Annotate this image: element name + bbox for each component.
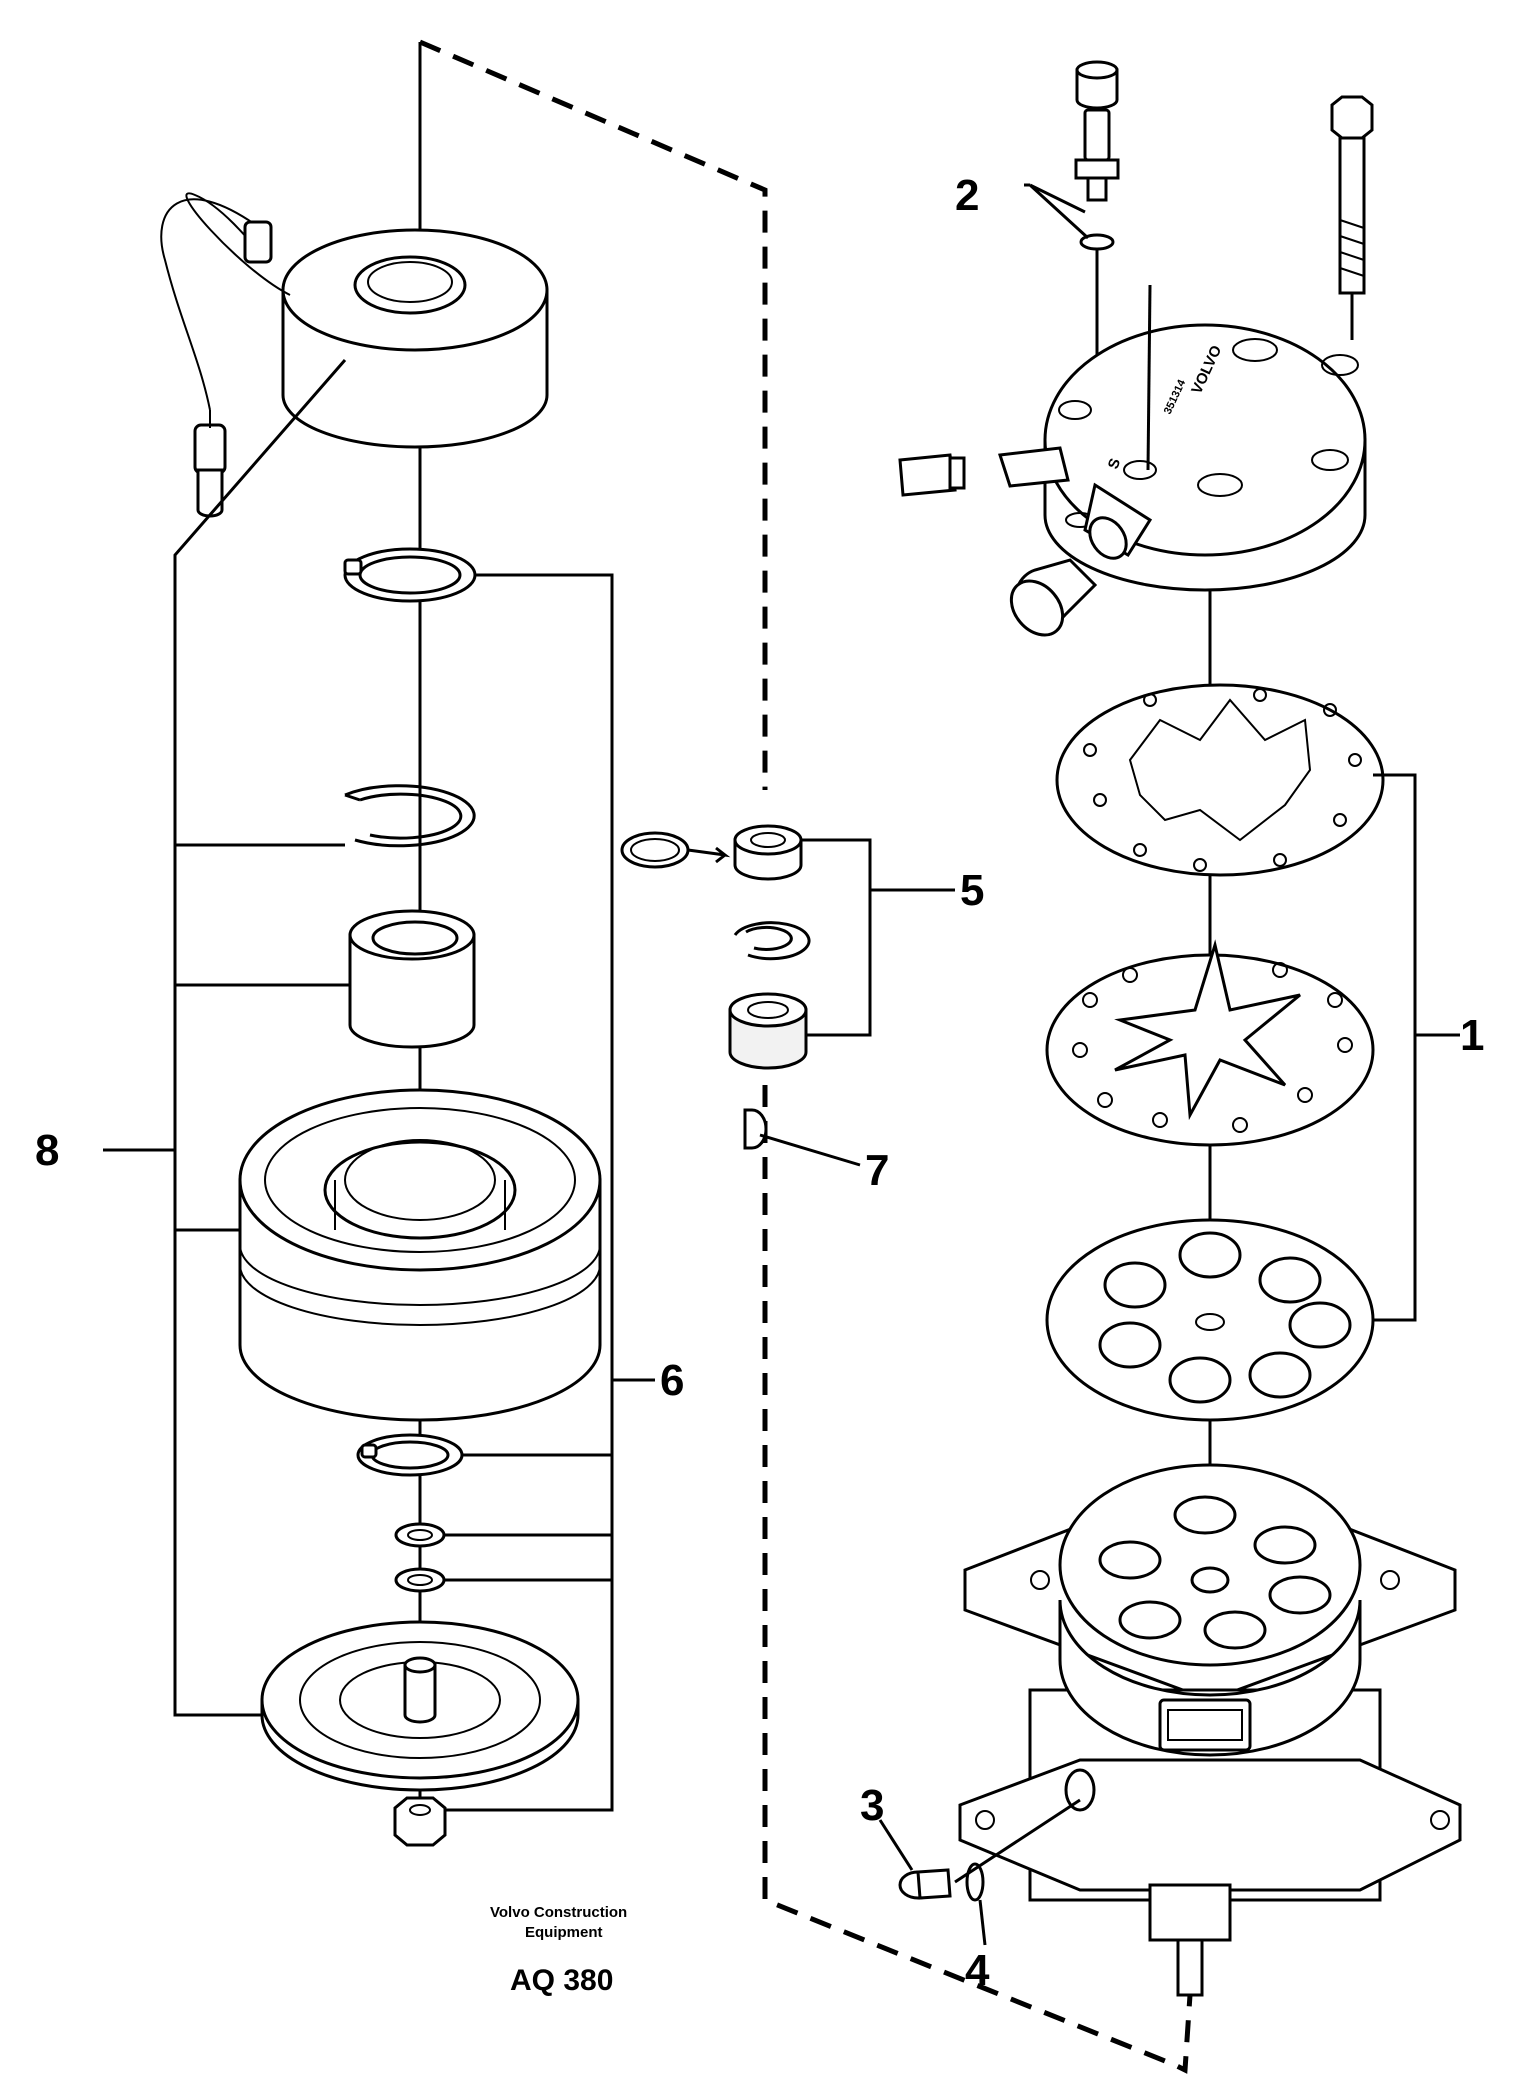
snap-ring-top [343, 547, 477, 603]
drain-plug [898, 1868, 952, 1900]
leader-3 [878, 1819, 914, 1871]
callout-1: 1 [1460, 1011, 1484, 1060]
field-coil [160, 192, 549, 518]
valve-o-ring [1079, 233, 1115, 251]
cylinder-head: VOLVO 351314 S [898, 284, 1367, 637]
callout-7: 7 [865, 1146, 889, 1195]
maker-line-1: Volvo Construction [490, 1904, 627, 1921]
callout-2: 2 [955, 171, 979, 220]
snap-ring-lower [356, 1433, 464, 1477]
dashed-assembly-line [419, 39, 1193, 2074]
callout-5: 5 [960, 866, 984, 915]
callout-3: 3 [860, 1781, 884, 1830]
leader-1 [1373, 773, 1460, 1322]
woodruff-key [743, 1108, 768, 1150]
head-bolt [1330, 95, 1374, 340]
shim-2 [394, 1567, 446, 1593]
bearing [348, 909, 476, 1049]
valve-plate-gasket [1055, 683, 1385, 877]
shaft-seal-parts [620, 824, 811, 1150]
leader-8 [103, 359, 350, 1717]
compressor-assembly: VOLVO 351314 S [878, 60, 1462, 1997]
pulley [238, 1088, 602, 1422]
leader-2 [1028, 183, 1090, 240]
callout-6: 6 [660, 1356, 684, 1405]
callout-8: 8 [35, 1126, 59, 1175]
reed-valve-plate [1045, 939, 1375, 1147]
shim-1 [394, 1522, 446, 1548]
suction-valve-plate [1045, 1218, 1375, 1422]
maker-line-2: Equipment [525, 1924, 603, 1941]
leader-7 [759, 1133, 861, 1167]
leader-5 [801, 838, 955, 1037]
service-valve [1074, 60, 1120, 440]
leader-4 [978, 1899, 987, 1946]
retaining-ring [344, 784, 476, 848]
armature-plate [260, 1620, 580, 1792]
compressor-body [958, 1463, 1462, 1997]
leader-6 [444, 573, 655, 1812]
shaft-nut [393, 1796, 447, 1847]
callout-4: 4 [965, 1946, 990, 1995]
drawing-code: AQ 380 [510, 1964, 613, 1997]
clutch-assembly [160, 42, 602, 1847]
